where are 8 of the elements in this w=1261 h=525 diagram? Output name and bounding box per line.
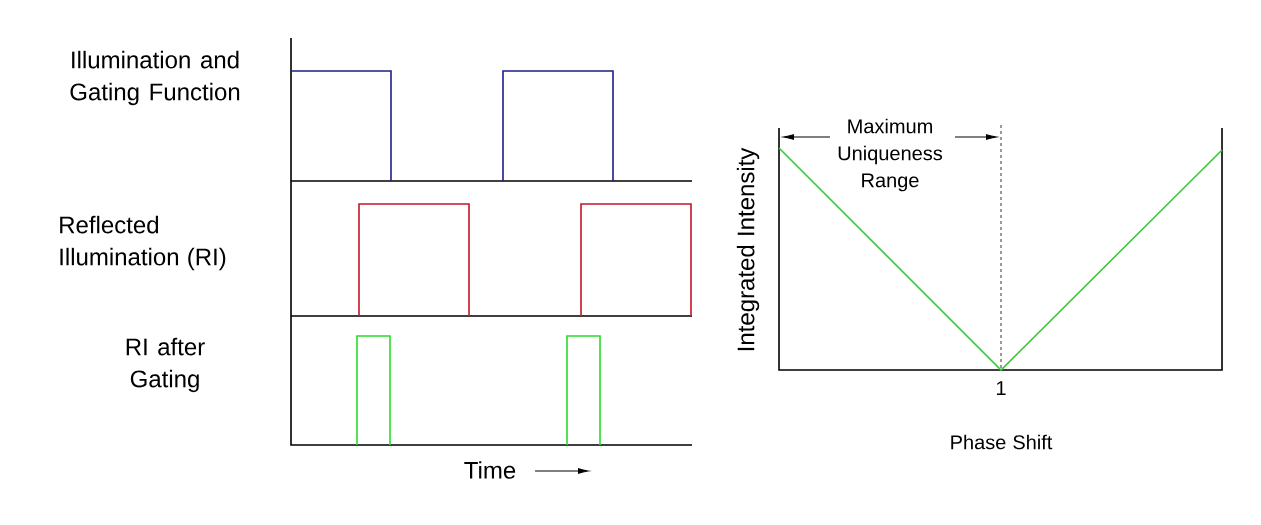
dimension-label: Maximum Uniqueness Range <box>838 118 943 192</box>
signal-label: RI after Gating <box>126 337 205 393</box>
signal-label: Illumination and Gating Function <box>70 50 240 106</box>
axis-label: Phase Shift <box>951 434 1053 450</box>
signal-label: Reflected Illumination (RI) <box>60 215 226 271</box>
tick-label: 1 <box>996 381 1006 395</box>
axis-label: Integrated Intensity <box>736 147 760 351</box>
axis-label: Time <box>464 461 516 479</box>
